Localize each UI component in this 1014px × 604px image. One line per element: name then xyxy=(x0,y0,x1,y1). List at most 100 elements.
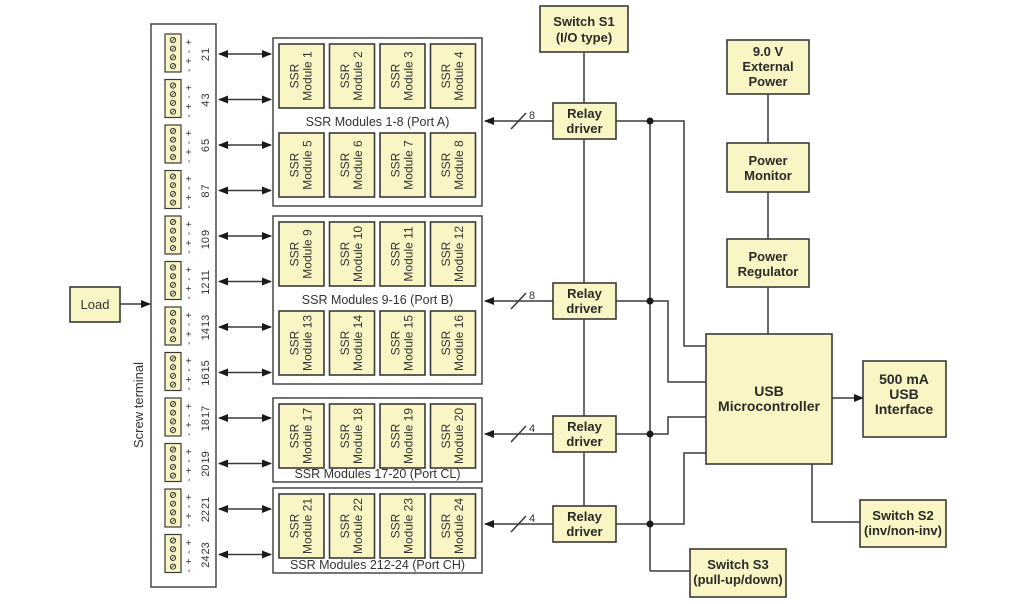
mcu-to-s2-wire xyxy=(811,464,860,523)
terminal-number: 17 xyxy=(200,406,212,418)
screw-icon xyxy=(169,327,177,334)
terminal-number: 6 xyxy=(200,146,212,152)
relay-driver-line1: Relay xyxy=(567,106,602,121)
terminal-number: 1 xyxy=(200,48,212,54)
terminal-number: 16 xyxy=(200,374,212,386)
ssr-module-label: SSR xyxy=(439,513,453,538)
screw-icon xyxy=(169,372,177,379)
screw-icon xyxy=(169,108,177,115)
switch-s1-block: Switch S1 (I/O type) xyxy=(539,5,629,53)
screw-icon xyxy=(169,245,177,252)
switch-s3-subtitle: (pull-up/down) xyxy=(693,572,783,587)
ssr-module-label: SSR xyxy=(338,423,352,448)
load-block: Load xyxy=(69,286,121,323)
screw-icon xyxy=(169,199,177,206)
ssr-module-label: SSR xyxy=(389,63,403,88)
ssr-module-number: Module 13 xyxy=(301,315,315,371)
ssr-module-number: Module 9 xyxy=(301,229,315,279)
ssr-group-label: SSR Modules 1-8 (Port A) xyxy=(306,115,450,129)
ssr-module-label: SSR xyxy=(389,423,403,448)
power-monitor-line1: Power xyxy=(748,153,787,168)
power-regulator-line1: Power xyxy=(748,249,787,264)
bus-width-label: 4 xyxy=(529,513,535,525)
screw-icon xyxy=(169,182,177,189)
screw-icon xyxy=(169,463,177,470)
bus-slash xyxy=(510,112,527,130)
ssr-group-label: SSR Modules 212-24 (Port CH) xyxy=(290,558,465,572)
terminal-number: 22 xyxy=(200,510,212,522)
ssr-module-number: Module 3 xyxy=(402,51,416,101)
screw-icon xyxy=(169,364,177,371)
ssr-module-label: SSR xyxy=(288,241,302,266)
ssr-group-label: SSR Modules 17-20 (Port CL) xyxy=(294,467,460,481)
screw-icon xyxy=(169,218,177,226)
power-monitor-block: Power Monitor xyxy=(726,142,810,193)
screw-icon xyxy=(169,63,177,70)
ssr-module-number: Module 18 xyxy=(351,408,365,464)
driver4-to-mcu-wire xyxy=(620,452,706,525)
terminal-number: 3 xyxy=(200,93,212,99)
ssr-module-label: SSR xyxy=(288,330,302,355)
power-monitor-line2: Monitor xyxy=(744,168,792,183)
screw-icon xyxy=(169,82,177,89)
terminal-number: 4 xyxy=(200,101,212,107)
screw-icon xyxy=(169,400,177,408)
terminal-number: 18 xyxy=(200,419,212,431)
junction-dot xyxy=(646,117,654,125)
switch-s1-title: Switch S1 xyxy=(553,14,614,29)
screw-icon xyxy=(169,472,177,479)
usb-microcontroller-block: USB Microcontroller xyxy=(705,333,833,465)
ssr-module-label: SSR xyxy=(439,423,453,448)
terminal-number: 13 xyxy=(200,315,212,327)
terminal-number: 23 xyxy=(200,542,212,554)
terminal-block: - + - +78 xyxy=(164,169,212,210)
ssr-module-label: SSR xyxy=(338,63,352,88)
relay-driver-line2: driver xyxy=(566,301,602,316)
screw-icon xyxy=(169,418,177,425)
external-power-line2: External xyxy=(742,59,793,74)
screw-icon xyxy=(169,355,177,362)
screw-icon xyxy=(169,136,177,143)
external-power-block: 9.0 V External Power xyxy=(726,39,810,95)
junction-dot xyxy=(646,520,654,528)
terminal-polarity: - + - + xyxy=(184,129,195,163)
usb-interface-line3: Interface xyxy=(875,401,934,417)
screw-icon xyxy=(169,190,177,197)
screw-icon xyxy=(169,381,177,388)
ssr-module-number: Module 16 xyxy=(452,315,466,371)
ssr-module-number: Module 5 xyxy=(301,140,315,190)
terminal-polarity: - + - + xyxy=(184,220,195,254)
ssr-module-number: Module 8 xyxy=(452,140,466,190)
ssr-module-number: Module 12 xyxy=(452,226,466,282)
screw-icon xyxy=(169,455,177,462)
ssr-module-label: SSR xyxy=(288,152,302,177)
screw-icon xyxy=(169,154,177,161)
screw-terminal-label: Screw terminal xyxy=(131,362,146,448)
ssr-module-number: Module 11 xyxy=(402,226,416,281)
external-power-line1: 9.0 V xyxy=(753,44,784,59)
ssr-module-number: Module 4 xyxy=(452,51,466,101)
driver1-to-mcu-wire xyxy=(620,120,706,347)
screw-icon xyxy=(169,45,177,52)
ssr-module-number: Module 1 xyxy=(301,51,315,101)
terminal-polarity: - + - + xyxy=(184,448,195,482)
terminal-number: 11 xyxy=(200,270,212,281)
